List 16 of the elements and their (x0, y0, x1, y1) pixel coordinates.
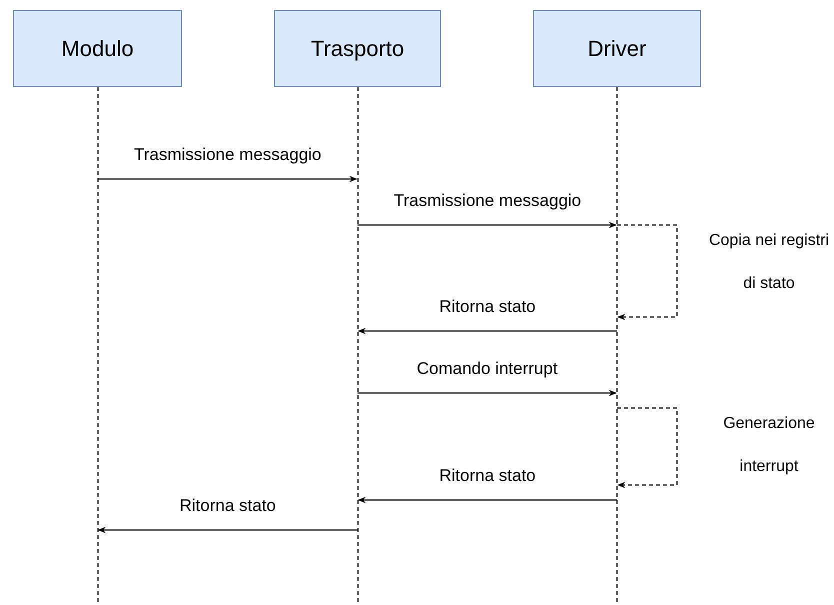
message-label: Comando interrupt (414, 359, 560, 380)
message-arrow (98, 526, 358, 534)
message-arrow (358, 496, 617, 504)
message-arrow (358, 390, 617, 396)
participant-box: Trasporto (274, 10, 441, 87)
message-label: Generazione interrupt (722, 414, 816, 478)
message-label: Trasmissione messaggio (392, 191, 584, 212)
message-arrow (358, 222, 617, 228)
participant-box: Driver (533, 10, 701, 87)
self-message-arrow (617, 224, 678, 320)
message-label: Trasmissione messaggio (132, 145, 324, 166)
message-arrow (358, 328, 617, 334)
self-message-arrow (617, 407, 678, 488)
message-label: Copia nei registri di stato (708, 231, 830, 294)
participant-box: Modulo (13, 10, 182, 87)
message-arrow (98, 176, 358, 182)
